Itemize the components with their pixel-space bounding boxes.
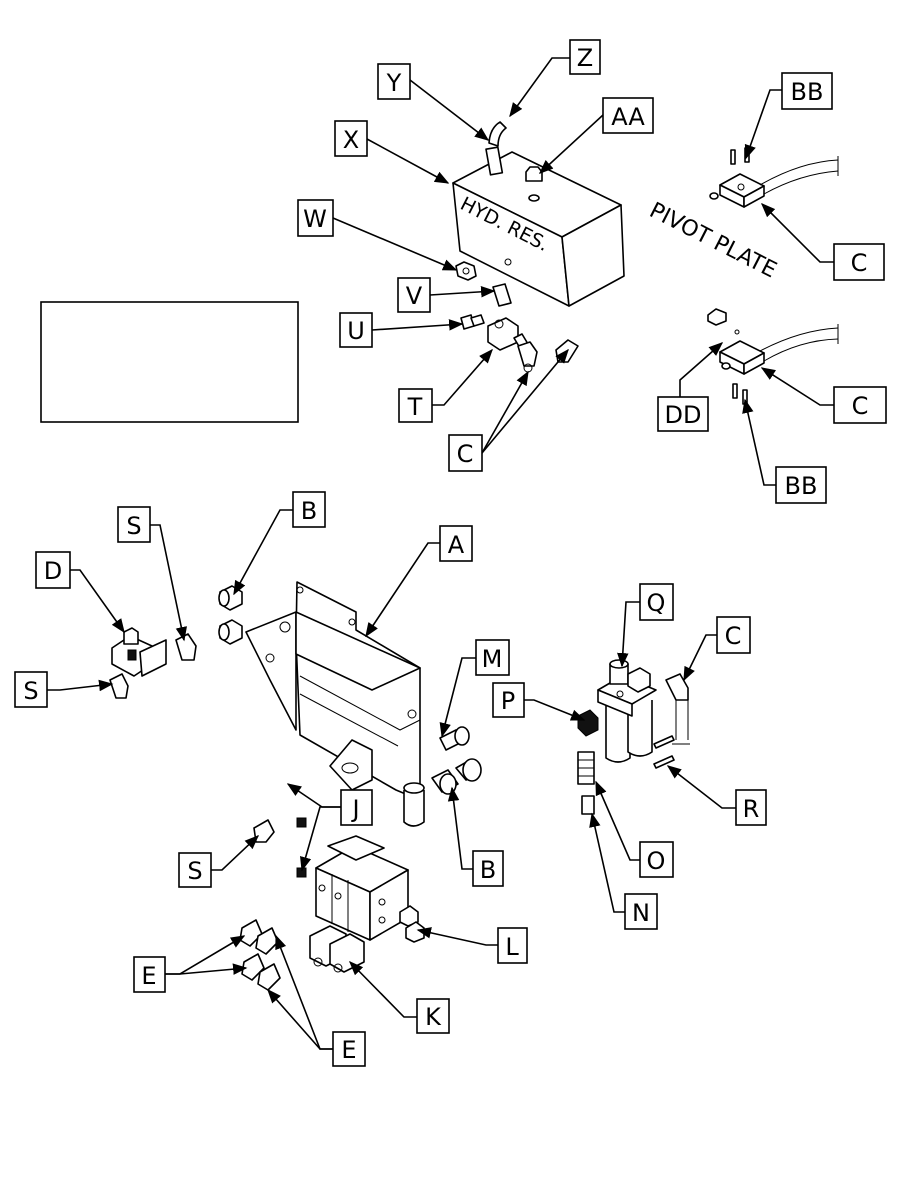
pivot-block-lower [707,308,839,405]
label-y: Y [377,63,411,100]
label-c-pivot-lower: C [833,386,887,424]
label-x: X [334,120,368,157]
svg-text:BB: BB [791,78,824,106]
svg-text:L: L [505,933,519,961]
label-c-pivot-upper: C [833,243,885,281]
label-p: P [492,682,525,718]
plug-l-1 [399,905,419,927]
pivot-block-upper [709,147,839,208]
label-l: L [497,927,528,964]
svg-text:C: C [851,249,868,277]
fitting-b-upper-2 [218,619,243,645]
pivot-plate-label: PIVOT PLATE [645,198,780,283]
svg-text:M: M [482,645,503,673]
svg-text:E: E [141,962,156,990]
label-dd: DD [657,396,709,432]
elbow-e-4 [257,963,281,991]
fitting-m-2 [455,758,482,782]
elbow-s-2 [109,673,129,699]
fitting-b-upper-1 [218,585,243,611]
label-s-lower: S [178,852,212,888]
label-q: Q [639,583,674,621]
label-aa: AA [602,97,654,134]
svg-text:Q: Q [647,589,666,617]
label-c-reservoir: C [448,434,483,472]
label-r: R [735,789,767,826]
svg-text:U: U [347,317,365,345]
label-e-lower: E [332,1031,366,1067]
label-k: K [416,998,450,1034]
plug-w [455,261,477,281]
svg-text:K: K [425,1003,442,1031]
svg-text:X: X [343,126,359,154]
filter-regulator-q [597,659,657,763]
svg-text:V: V [406,282,423,310]
elbow-c-1 [517,341,538,373]
label-s-upper: S [117,506,151,543]
label-m: M [475,639,510,676]
legend-box [40,301,299,423]
label-z: Z [569,39,601,75]
svg-text:B: B [480,856,496,884]
svg-text:Z: Z [577,44,593,72]
label-d: D [35,551,71,589]
svg-text:D: D [44,557,62,585]
svg-text:BB: BB [785,472,818,500]
svg-text:J: J [350,795,359,823]
svg-text:E: E [341,1036,356,1064]
fitting-b-lower [431,769,459,795]
label-u: U [339,312,373,348]
valve-d [111,627,167,677]
hydraulic-reservoir: HYD. RES. [452,121,625,307]
leader-lines [47,57,834,1050]
svg-text:C: C [852,392,869,420]
label-c-filter: C [716,616,751,654]
label-s-left: S [14,671,48,708]
svg-text:Y: Y [386,69,402,97]
label-b-lower: B [472,850,504,887]
mounting-bracket [245,581,425,827]
label-o: O [639,841,674,878]
label-v: V [397,277,431,313]
svg-text:S: S [23,677,38,705]
label-j: J [340,789,373,826]
valve-stack-k [309,835,409,973]
svg-text:T: T [407,393,423,421]
svg-text:C: C [725,622,742,650]
svg-text:B: B [301,497,317,525]
elbow-s-1 [175,633,197,661]
svg-text:W: W [303,205,327,233]
elbow-e-2 [255,927,279,955]
svg-text:S: S [187,857,202,885]
svg-text:S: S [126,512,141,540]
fitting-n [581,795,595,815]
elbow-u [460,314,485,330]
svg-text:O: O [647,847,666,875]
label-bb-upper: BB [781,72,833,110]
nipple-v [492,283,512,307]
svg-text:DD: DD [665,401,702,429]
svg-text:AA: AA [611,103,645,131]
label-a: A [439,525,473,562]
label-b-upper: B [292,491,326,528]
label-t: T [398,388,433,423]
svg-text:A: A [448,531,465,559]
elbow-s-3 [253,819,275,843]
fitting-m-1 [439,726,470,751]
screws-r [653,735,675,769]
label-bb-lower: BB [775,466,827,504]
label-n: N [624,893,658,930]
svg-text:P: P [501,687,515,715]
label-e-left: E [133,956,166,993]
knob-p [577,709,599,737]
svg-text:N: N [632,899,650,927]
plug-j-1 [296,817,307,828]
svg-text:R: R [743,795,760,823]
fitting-o [577,751,595,785]
svg-text:C: C [457,440,474,468]
elbow-c-3 [665,673,690,745]
label-w: W [297,199,334,237]
